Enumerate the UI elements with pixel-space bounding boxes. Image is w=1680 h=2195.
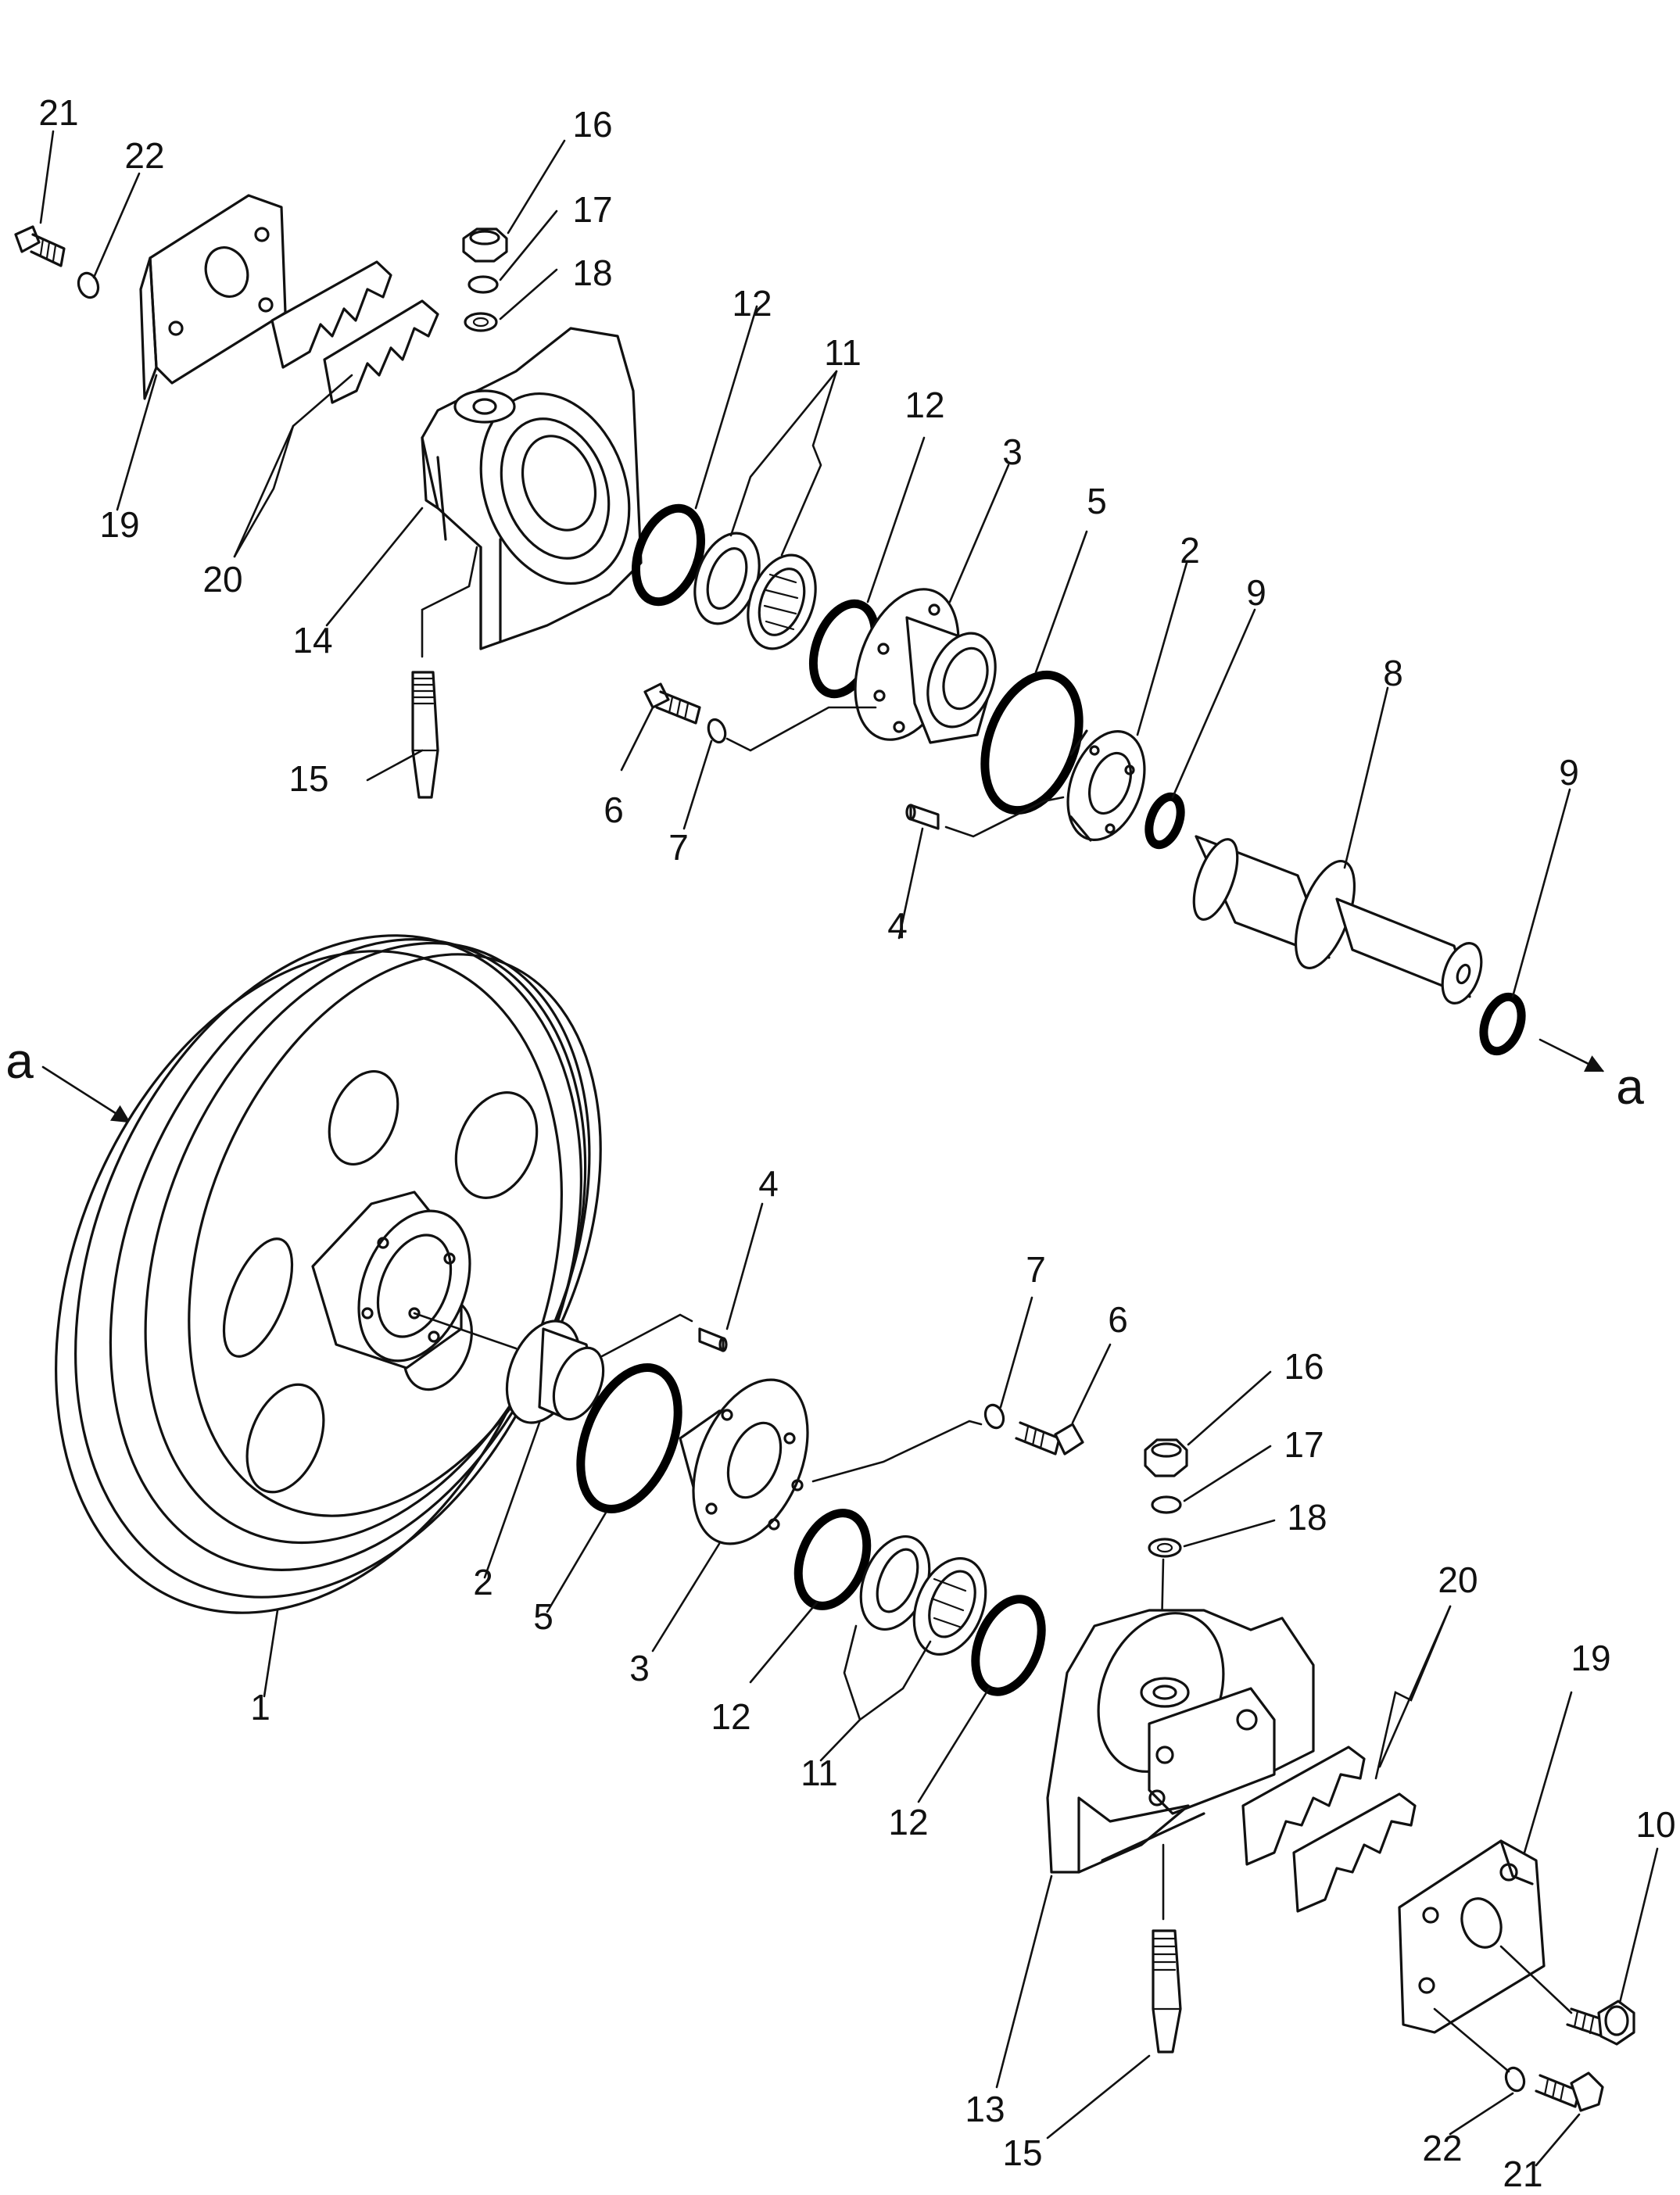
callout-9: 9: [1559, 752, 1579, 793]
spring-washer-17-bottom: [1151, 1495, 1182, 1514]
callout-1: 1: [250, 1687, 270, 1728]
callout-21: 21: [38, 92, 78, 133]
support-bracket-13: [1046, 1609, 1315, 1874]
callout-6: 6: [1108, 1299, 1128, 1340]
o-ring-12-bottom-b: [971, 1595, 1046, 1696]
bolt-10: [1566, 2000, 1635, 2046]
callout-5: 5: [1087, 481, 1107, 521]
shims-20-top: [270, 260, 439, 404]
callout-22: 22: [1422, 2128, 1462, 2168]
collar-3-bottom: [679, 1378, 809, 1545]
callout-3: 3: [629, 1648, 650, 1688]
callout-10: 10: [1635, 1804, 1675, 1845]
cover-plate-19-bottom: [1398, 1839, 1546, 2034]
callout-12: 12: [888, 1802, 928, 1842]
callout-20: 20: [1438, 1559, 1478, 1600]
o-ring-9-top-b: [1479, 992, 1526, 1056]
callout-11: 11: [801, 1753, 838, 1793]
callout-22: 22: [124, 135, 164, 176]
floating-seal-11-top: [693, 532, 817, 650]
bolt-21-bottom: [1535, 2071, 1604, 2112]
o-ring-9-top-a: [1144, 792, 1185, 850]
o-ring-12-top-a: [631, 503, 706, 607]
shims-20-bottom: [1241, 1746, 1417, 1913]
reference-letter-left: a: [5, 1033, 34, 1089]
callout-12: 12: [732, 283, 772, 324]
pin-15-bottom: [1152, 1929, 1182, 2054]
callout-17: 17: [1284, 1424, 1324, 1465]
top-assembly: [14, 130, 1605, 1072]
cover-2-bottom: [505, 1320, 605, 1424]
washer-18-top: [464, 312, 498, 332]
callout-5: 5: [533, 1596, 553, 1637]
callout-2: 2: [1180, 530, 1200, 571]
floating-seal-11-bottom: [859, 1534, 987, 1656]
callout-18: 18: [1287, 1497, 1327, 1538]
idler-wheel-1: [55, 934, 602, 1614]
nut-16-bottom: [1144, 1438, 1188, 1477]
callout-9: 9: [1246, 572, 1266, 613]
callout-11: 11: [824, 332, 861, 373]
callout-16: 16: [1284, 1346, 1324, 1387]
callout-14: 14: [292, 620, 332, 661]
lockwasher-22-top: [77, 271, 100, 299]
callout-12: 12: [904, 385, 944, 425]
bolt-21-top: [14, 225, 66, 267]
callouts-bottom: 1 2 5 3 12 11 12 4 7 6 16 17 18 20 19 10…: [250, 1163, 1675, 2194]
callout-6: 6: [604, 790, 624, 830]
bolt-6-top: [643, 682, 701, 725]
reference-arrow-right: [1539, 1038, 1605, 1072]
callout-3: 3: [1002, 431, 1023, 472]
pin-15-top: [411, 671, 439, 799]
callout-15: 15: [1002, 2132, 1042, 2173]
callout-17: 17: [572, 189, 612, 230]
o-ring-5-bottom: [576, 1363, 682, 1513]
reference-letter-right: a: [1616, 1058, 1644, 1115]
callout-7: 7: [668, 827, 689, 868]
washer-18-bottom: [1148, 1538, 1182, 1558]
callout-19: 19: [99, 504, 139, 545]
dowel-pin-4-bottom: [698, 1327, 728, 1352]
lockwasher-7-top: [707, 718, 727, 744]
shaft-8: [1192, 835, 1483, 1004]
collar-3-top: [854, 588, 997, 744]
reference-arrow-left: [41, 1065, 131, 1123]
support-bracket-14: [421, 327, 643, 650]
callout-19: 19: [1571, 1638, 1610, 1678]
callout-16: 16: [572, 104, 612, 145]
cover-plate-19-top: [139, 194, 287, 400]
callout-21: 21: [1503, 2154, 1542, 2194]
callout-8: 8: [1383, 653, 1403, 693]
cover-2-top: [1066, 729, 1146, 842]
callout-15: 15: [288, 758, 328, 799]
bolt-6-bottom: [1015, 1421, 1084, 1456]
callout-2: 2: [473, 1562, 493, 1602]
callout-18: 18: [572, 252, 612, 293]
lockwasher-22-bottom: [1504, 2066, 1526, 2093]
lockwasher-7-bottom: [983, 1403, 1005, 1430]
callouts-top: 21 22 16 17 18 19 20 14 15 12 11 12 3 5 …: [38, 92, 1578, 946]
nut-16-top: [462, 227, 508, 263]
spring-washer-17-top: [467, 275, 499, 294]
callout-12: 12: [711, 1696, 750, 1737]
dowel-pin-4-top: [905, 804, 940, 830]
callout-4: 4: [887, 905, 908, 946]
o-ring-5-top: [980, 670, 1084, 815]
callout-4: 4: [758, 1163, 779, 1204]
callout-7: 7: [1026, 1249, 1046, 1290]
callout-20: 20: [202, 559, 242, 600]
bottom-assembly: [41, 934, 1659, 2167]
callout-13: 13: [965, 2089, 1005, 2129]
